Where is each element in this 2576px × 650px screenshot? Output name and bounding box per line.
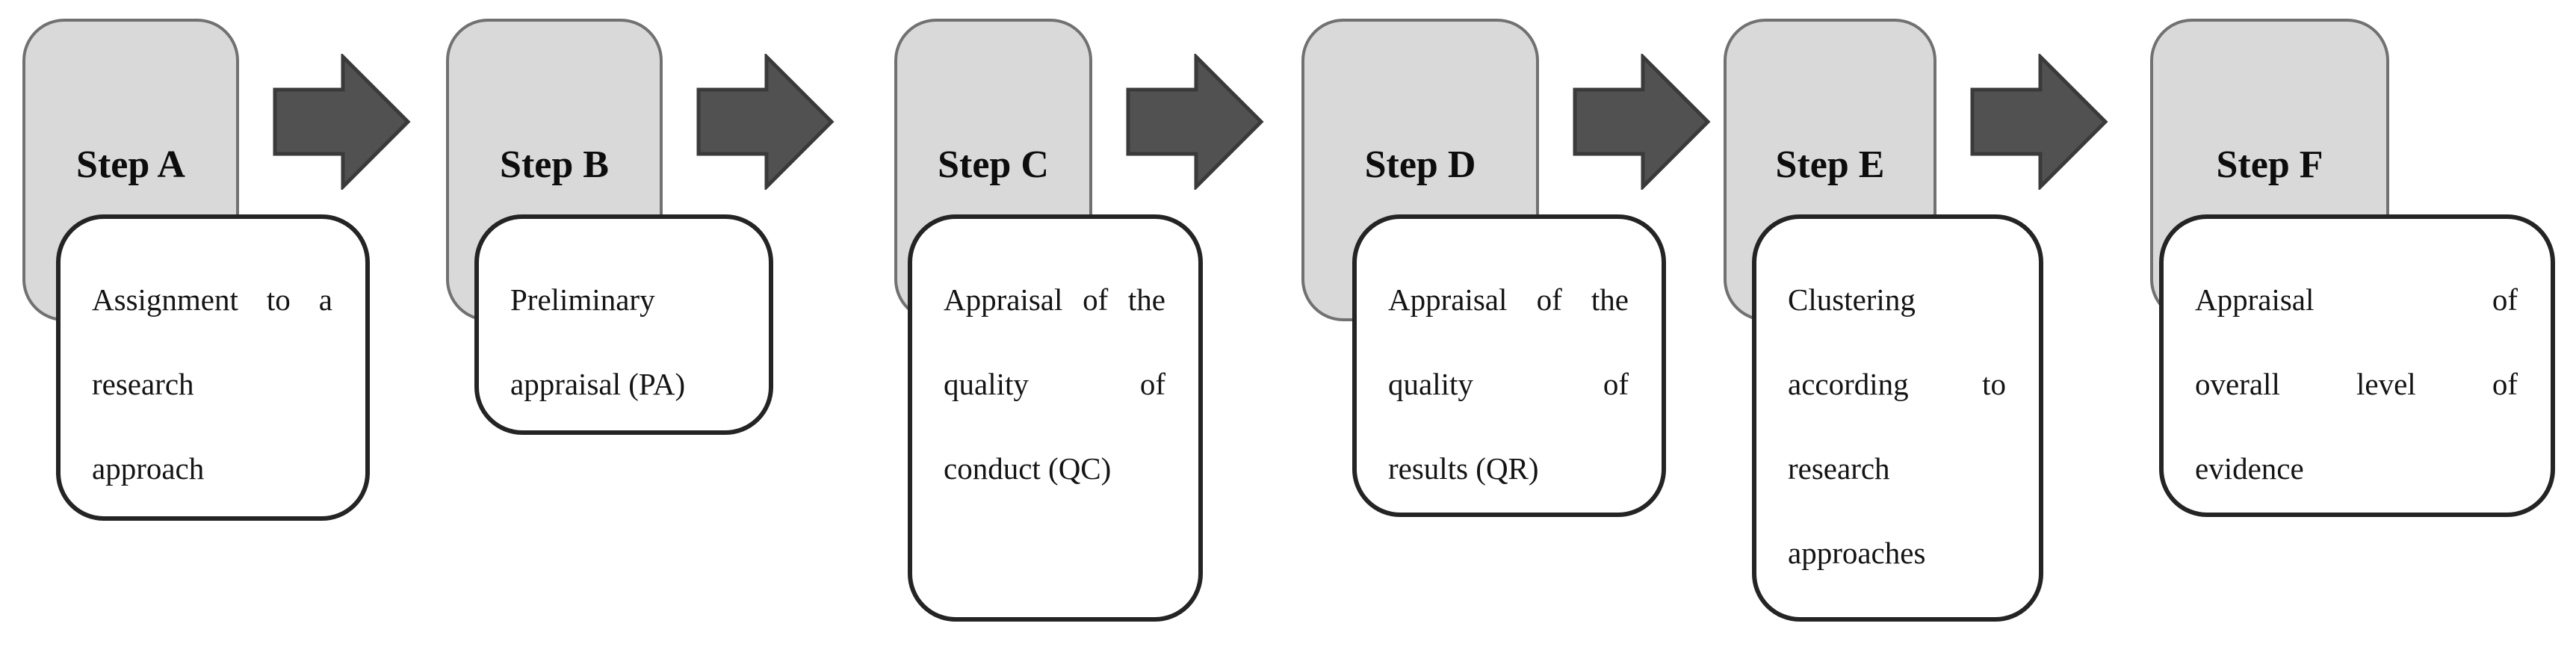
- step-description-line: Assignment to a: [92, 282, 332, 317]
- step-description-line: evidence: [2195, 451, 2304, 486]
- step-description-line: research: [1788, 451, 1890, 486]
- step-description-line: conduct (QC): [944, 451, 1112, 486]
- right-arrow-icon: [1573, 54, 1711, 190]
- step-description-line: appraisal (PA): [510, 367, 686, 401]
- right-arrow-icon: [696, 54, 835, 190]
- step-description-line: Appraisal of the: [1388, 282, 1629, 317]
- step-label-b: Step B: [500, 143, 609, 186]
- step-description-line: quality of: [1388, 367, 1629, 401]
- step-description-line: approaches: [1788, 536, 1926, 570]
- step-description-line: Clustering: [1788, 282, 1916, 317]
- step-description-box-b: Preliminary appraisal (PA): [474, 214, 773, 435]
- step-description-line: research: [92, 367, 194, 401]
- right-arrow-icon: [273, 54, 411, 190]
- step-label-d: Step D: [1364, 143, 1476, 186]
- step-label-c: Step C: [938, 143, 1049, 186]
- step-description-line: overall level of: [2195, 367, 2518, 401]
- right-arrow-icon: [1126, 54, 1264, 190]
- right-arrow-icon: [1970, 54, 2108, 190]
- step-description-line: quality of: [944, 367, 1165, 401]
- step-description-box-f: Appraisal of overall level of evidence: [2159, 214, 2555, 517]
- step-description-box-a: Assignment to a research approach: [56, 214, 370, 521]
- step-description-box-e: Clustering according to research approaches: [1752, 214, 2043, 622]
- step-description-line: Appraisal of the: [944, 282, 1165, 317]
- step-description-line: approach: [92, 451, 205, 486]
- step-description-box-c: Appraisal of the quality of conduct (QC): [908, 214, 1203, 622]
- step-description-line: results (QR): [1388, 451, 1539, 486]
- step-description-line: Appraisal of: [2195, 282, 2518, 317]
- step-description-line: according to: [1788, 367, 2006, 401]
- step-label-f: Step F: [2216, 143, 2323, 186]
- step-label-a: Step A: [76, 143, 185, 186]
- step-label-e: Step E: [1775, 143, 1885, 186]
- step-description-box-d: Appraisal of the quality of results (QR): [1352, 214, 1666, 517]
- step-description-line: Preliminary: [510, 282, 655, 317]
